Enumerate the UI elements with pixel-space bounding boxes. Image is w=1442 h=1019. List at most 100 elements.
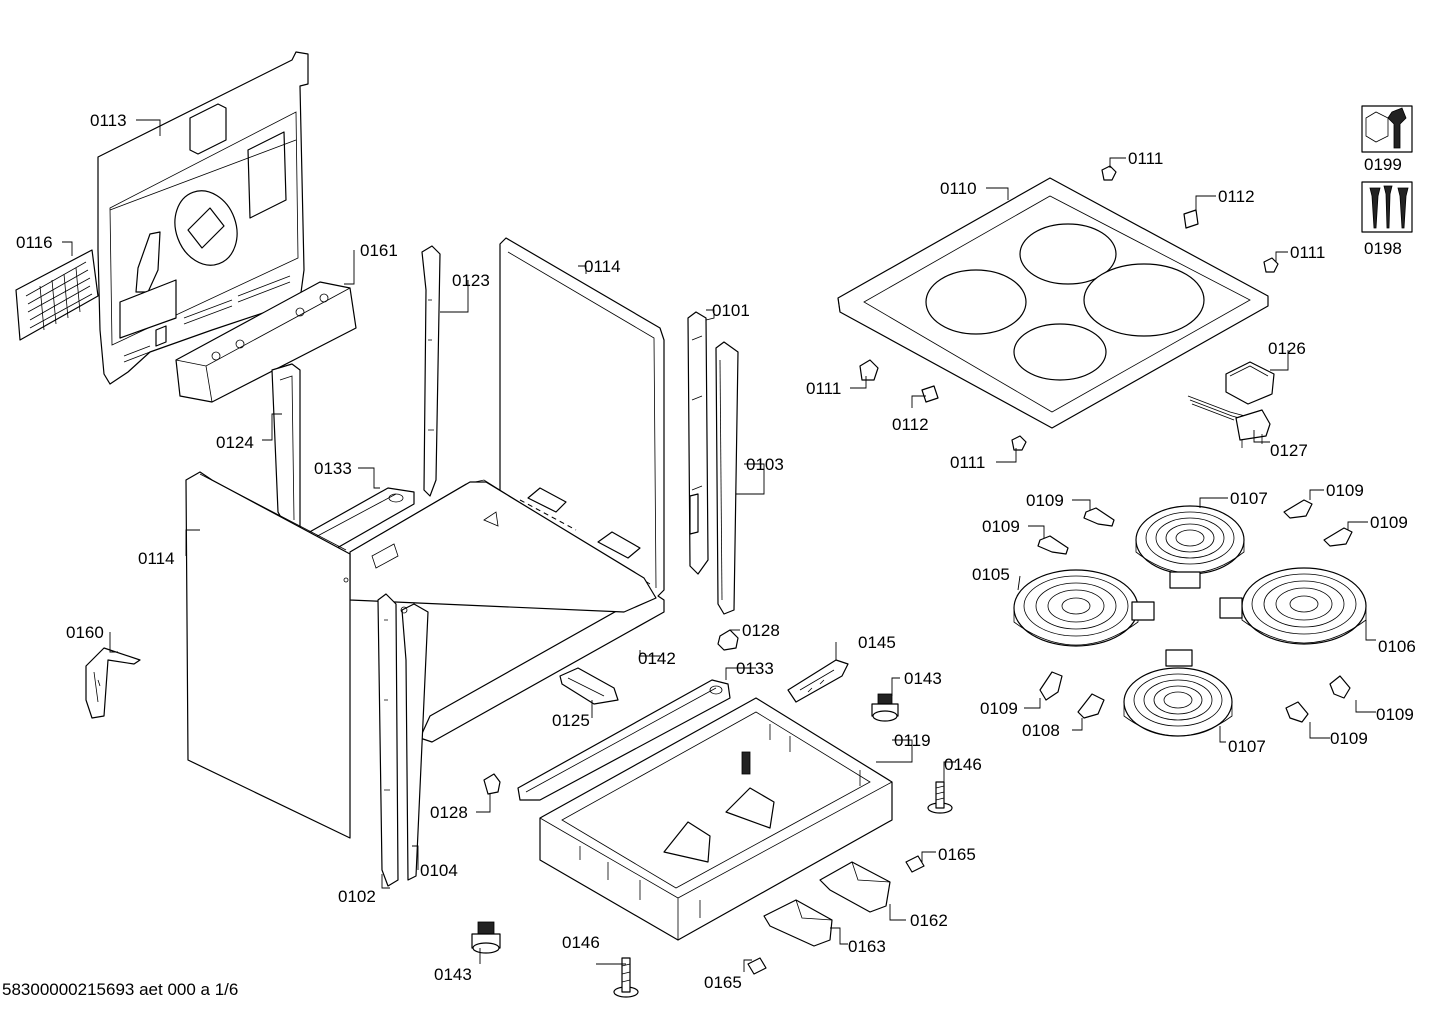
part-0145-hinge[interactable] (787, 659, 849, 703)
part-0106-heating-element-right[interactable] (1219, 567, 1367, 645)
part-0113-rear-panel[interactable] (97, 51, 309, 385)
label-0133-lower: 0133 (736, 659, 774, 678)
part-0124-rail[interactable] (271, 363, 301, 535)
label-0198: 0198 (1364, 239, 1402, 258)
label-0111-d: 0111 (950, 453, 985, 472)
document-id-footer: 58300000215693 aet 000 a 1/6 (2, 980, 239, 999)
screw-set-icon[interactable] (1361, 181, 1413, 233)
part-0111-clip-c[interactable] (859, 359, 879, 381)
part-0102-rail[interactable] (377, 593, 399, 887)
label-0107-upper: 0107 (1230, 489, 1268, 508)
label-0161: 0161 (360, 241, 398, 260)
label-0114-left: 0114 (138, 549, 175, 568)
part-0109-bracket-e[interactable] (1039, 671, 1063, 701)
tool-wrench-icon[interactable] (1361, 105, 1413, 153)
part-0109-bracket-f[interactable] (1329, 675, 1351, 699)
label-0119: 0119 (894, 731, 931, 750)
label-0109-g: 0109 (1330, 729, 1368, 748)
part-0108-bracket[interactable] (1077, 693, 1105, 719)
part-0123-rail[interactable] (421, 245, 441, 497)
label-0125: 0125 (552, 711, 590, 730)
label-0142: 0142 (638, 649, 676, 668)
part-0112-clip-a[interactable] (1183, 209, 1199, 229)
part-0114-side-panel-left[interactable] (185, 471, 351, 839)
part-0107-heating-element-upper[interactable] (1135, 505, 1245, 589)
label-0109-e: 0109 (980, 699, 1018, 718)
part-0163-runner[interactable] (763, 899, 833, 947)
part-0109-bracket-d[interactable] (1323, 527, 1353, 547)
label-0145: 0145 (858, 633, 896, 652)
part-0128-clip-upper[interactable] (717, 629, 739, 651)
label-0199: 0199 (1364, 155, 1402, 174)
label-0165-upper: 0165 (938, 845, 976, 864)
label-0107-lower: 0107 (1228, 737, 1266, 756)
part-0126-terminal-block[interactable] (1225, 361, 1275, 405)
part-0109-bracket-c[interactable] (1037, 535, 1069, 555)
part-0116-vent-grille[interactable] (15, 249, 99, 341)
label-0127: 0127 (1270, 441, 1308, 460)
part-0110-hob-glass[interactable] (837, 177, 1269, 429)
part-0146-screw-lower[interactable] (613, 957, 639, 998)
label-0143-lower: 0143 (434, 965, 472, 984)
label-0146-upper: 0146 (944, 755, 982, 774)
label-0160: 0160 (66, 623, 104, 642)
label-0162: 0162 (910, 911, 948, 930)
part-0162-runner[interactable] (819, 861, 891, 913)
part-0107-heating-element-lower[interactable] (1123, 649, 1233, 737)
part-0112-clip-b[interactable] (921, 385, 939, 403)
label-0143-upper: 0143 (904, 669, 942, 688)
part-0165-bolt-upper[interactable] (905, 855, 925, 873)
label-0109-a: 0109 (1026, 491, 1064, 510)
part-0111-clip-b[interactable] (1263, 257, 1279, 273)
label-0128-lower: 0128 (430, 803, 468, 822)
part-0109-bracket-a[interactable] (1083, 507, 1115, 527)
label-0163: 0163 (848, 937, 886, 956)
label-0128-upper: 0128 (742, 621, 780, 640)
part-0146-screw-upper[interactable] (927, 781, 953, 814)
label-0103: 0103 (746, 455, 784, 474)
label-0109-c: 0109 (982, 517, 1020, 536)
label-0104: 0104 (420, 861, 458, 880)
label-0146-lower: 0146 (562, 933, 600, 952)
part-0104-rail[interactable] (400, 603, 429, 881)
label-0165-lower: 0165 (704, 973, 742, 992)
part-0119-base-frame[interactable] (539, 697, 893, 941)
label-0113: 0113 (90, 111, 127, 130)
part-0143-foot-lower[interactable] (471, 921, 501, 954)
label-0111-a: 0111 (1128, 149, 1163, 168)
part-0114-side-panel-right[interactable] (349, 237, 665, 743)
label-0124: 0124 (216, 433, 254, 452)
label-0112-a: 0112 (1218, 187, 1255, 206)
part-0128-clip-lower[interactable] (483, 773, 501, 795)
part-0127-wiring-harness[interactable] (1187, 395, 1271, 448)
part-0105-heating-element-left[interactable] (1013, 569, 1155, 647)
label-0102: 0102 (338, 887, 376, 906)
part-0101-rail[interactable] (687, 311, 709, 575)
label-0116: 0116 (16, 233, 53, 252)
label-0110: 0110 (940, 179, 977, 198)
part-0165-bolt-lower[interactable] (747, 957, 767, 975)
label-0112-b: 0112 (892, 415, 929, 434)
label-0133-upper: 0133 (314, 459, 352, 478)
part-0160-bracket[interactable] (85, 647, 141, 719)
part-0109-bracket-b[interactable] (1283, 499, 1313, 519)
part-0103-rail[interactable] (715, 341, 739, 615)
label-0123: 0123 (452, 271, 490, 290)
part-0143-foot-upper[interactable] (871, 693, 899, 722)
part-0109-bracket-g[interactable] (1285, 701, 1309, 723)
part-0111-clip-d[interactable] (1011, 435, 1027, 451)
part-0161-air-duct[interactable] (175, 281, 357, 403)
part-0133-cross-brace-lower[interactable] (517, 679, 731, 801)
label-0111-c: 0111 (806, 379, 841, 398)
label-0101: 0101 (712, 301, 750, 320)
callout-labels: 0113 0116 0161 0123 0114 0101 0103 0124 … (16, 111, 1416, 992)
label-0109-b: 0109 (1326, 481, 1364, 500)
label-0111-b: 0111 (1290, 243, 1325, 262)
label-0109-d: 0109 (1370, 513, 1408, 532)
part-0125-bracket[interactable] (559, 667, 619, 705)
label-0126: 0126 (1268, 339, 1306, 358)
label-0106: 0106 (1378, 637, 1416, 656)
label-0108: 0108 (1022, 721, 1060, 740)
part-0111-clip-a[interactable] (1101, 165, 1117, 181)
